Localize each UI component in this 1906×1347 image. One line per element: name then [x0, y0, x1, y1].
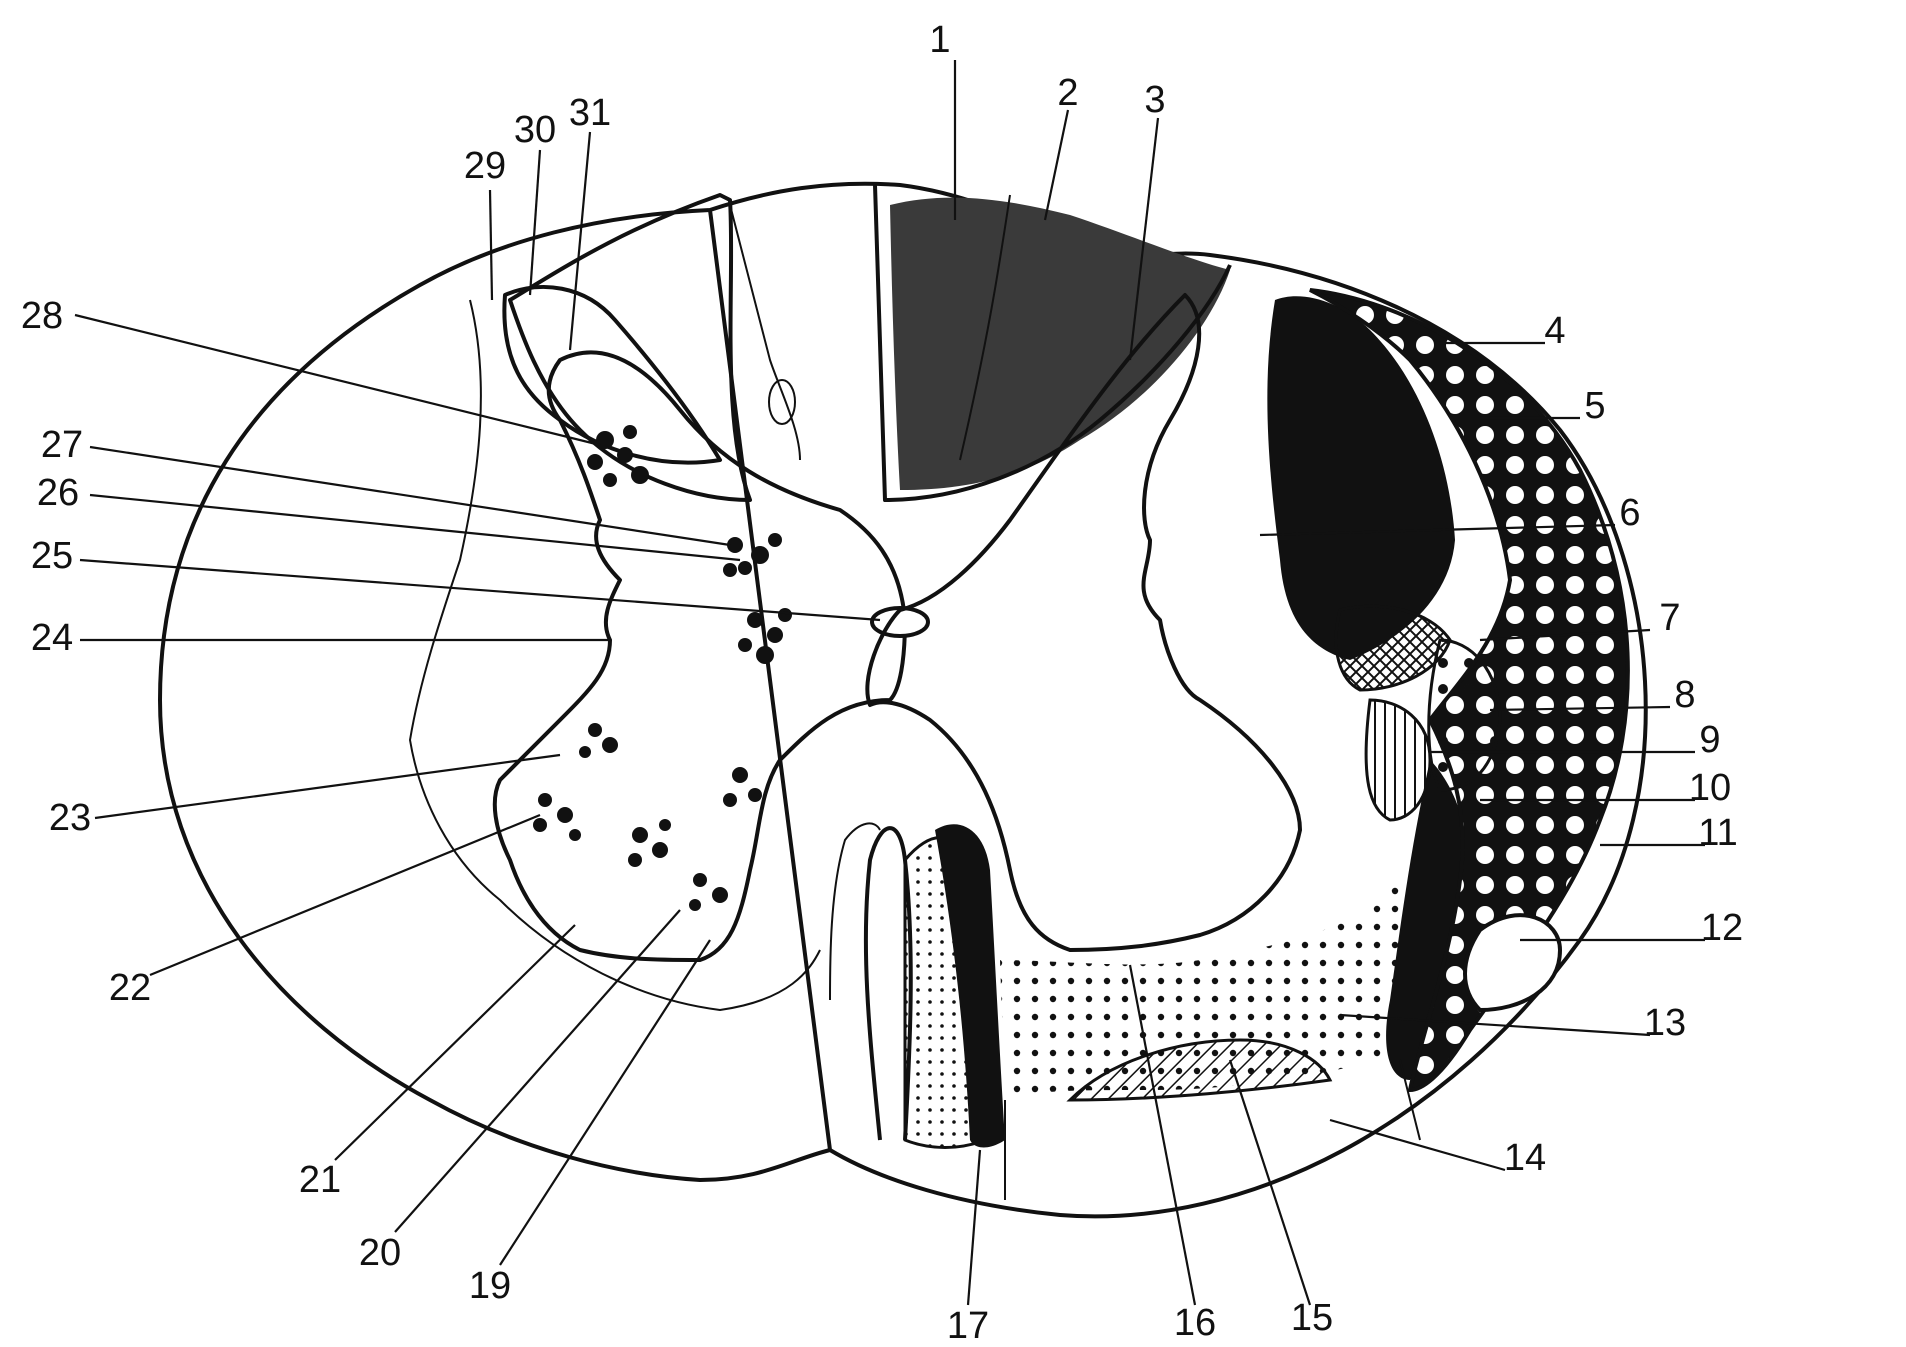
- leader-line-14: [1329, 1118, 1506, 1172]
- fasciculus-septum: [729, 204, 801, 461]
- leader-line-13: [1339, 1013, 1651, 1037]
- leader-line-25: [79, 558, 881, 622]
- leader-line-3: [1128, 117, 1160, 361]
- leader-line-17: [966, 1149, 982, 1306]
- label-3: 3: [1144, 79, 1165, 121]
- spinal-lemniscus-oval: [1463, 913, 1563, 1013]
- label-10: 10: [1689, 767, 1731, 809]
- label-4: 4: [1544, 310, 1565, 352]
- tract-vlines: [1364, 698, 1432, 822]
- leader-line-27: [89, 445, 731, 547]
- lateral-spinothalamic-dark: [1386, 760, 1470, 1080]
- leader-line-23: [94, 753, 561, 820]
- lateral-corticospinal-dark: [1267, 296, 1455, 660]
- leader-line-28: [74, 313, 601, 447]
- label-20: 20: [359, 1232, 401, 1274]
- label-27: 27: [41, 424, 83, 466]
- leader-line-31: [568, 131, 592, 351]
- posterior-median-divider: [959, 194, 1011, 461]
- label-31: 31: [569, 92, 611, 134]
- label-6: 6: [1619, 492, 1640, 534]
- label-26: 26: [37, 472, 79, 514]
- left-white-matter-boundary: [408, 299, 821, 1012]
- leader-line-21: [334, 924, 576, 1161]
- label-29: 29: [464, 145, 506, 187]
- label-2: 2: [1057, 72, 1078, 114]
- label-12: 12: [1701, 907, 1743, 949]
- label-21: 21: [299, 1159, 341, 1201]
- posterior-septum-ellipse: [768, 379, 796, 425]
- gray-matter-right: [865, 293, 1302, 952]
- anterior-corticospinal-dark: [935, 824, 1005, 1148]
- leader-line-22: [149, 813, 541, 977]
- label-5: 5: [1584, 385, 1605, 427]
- vestibulospinal-dots: [1000, 880, 1404, 1100]
- label-7: 7: [1659, 597, 1680, 639]
- label-22: 22: [109, 967, 151, 1009]
- label-17: 17: [947, 1305, 989, 1347]
- posterior-horn-left-marginal: [502, 285, 722, 465]
- anterior-white-commissure-band: [1004, 1059, 1421, 1200]
- tract-xhatch: [1334, 604, 1452, 692]
- label-16: 16: [1174, 1302, 1216, 1344]
- label-1: 1: [929, 19, 950, 61]
- label-13: 13: [1644, 1002, 1686, 1044]
- leader-line-6: [1259, 523, 1616, 537]
- posterior-column-right: [873, 184, 1232, 502]
- gray-matter-left: [492, 350, 907, 962]
- label-15: 15: [1291, 1297, 1333, 1339]
- label-24: 24: [31, 617, 73, 659]
- leader-line-16: [1128, 964, 1197, 1306]
- label-30: 30: [514, 109, 556, 151]
- label-11: 11: [1698, 812, 1737, 854]
- leader-line-8: [1489, 705, 1671, 712]
- leader-line-30: [528, 149, 542, 296]
- leader-line-19: [499, 939, 711, 1266]
- leader-line-20: [394, 909, 681, 1233]
- leader-line-26: [89, 493, 741, 562]
- label-23: 23: [49, 797, 91, 839]
- leader-line-15: [1228, 1059, 1312, 1306]
- leader-line-7: [1479, 628, 1651, 642]
- label-28: 28: [21, 295, 63, 337]
- label-8: 8: [1674, 674, 1695, 716]
- label-9: 9: [1699, 719, 1720, 761]
- leader-line-2: [1043, 109, 1070, 221]
- label-19: 19: [469, 1265, 511, 1307]
- nucleus-clusters: [533, 425, 792, 911]
- left-anterior-lip: [829, 822, 881, 1001]
- label-14: 14: [1504, 1137, 1546, 1179]
- leader-line-29: [488, 189, 494, 301]
- label-25: 25: [31, 535, 73, 577]
- fasciculus-gracilis-cuneatus: [890, 197, 1230, 490]
